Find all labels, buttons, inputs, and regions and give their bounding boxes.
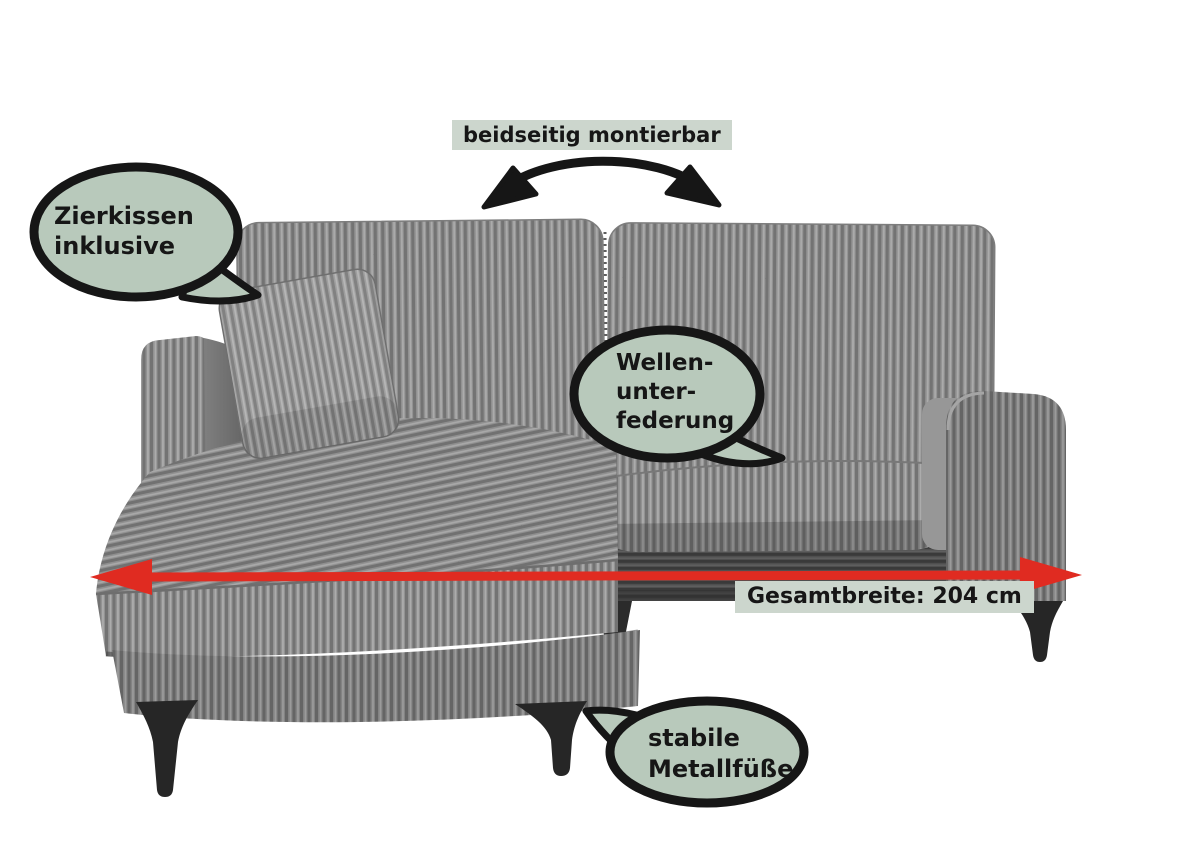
arrowhead-right [1020, 557, 1082, 593]
armrest-right [946, 390, 1066, 601]
feet-bubble-text: stabile Metallfüße [648, 724, 794, 784]
sofa [95, 218, 1066, 797]
metal-leg-front-right [515, 701, 587, 776]
pillow-bubble [29, 162, 262, 305]
metal-leg-front-left [136, 700, 198, 797]
mount-label: beidseitig montierbar [452, 120, 732, 151]
chaise-base [112, 630, 640, 723]
seat-cushion-right [601, 460, 946, 552]
arrowhead-left [90, 559, 152, 595]
pillow-bubble-text: Zierkissen inklusive [54, 202, 194, 260]
feet-bubble [582, 696, 809, 808]
decorative-pillow [218, 268, 400, 460]
suspension-bubble [569, 325, 786, 468]
armrest-highlight [946, 391, 985, 431]
chaise-seat-front [96, 560, 618, 657]
width-label: Gesamtbreite: 204 cm [735, 581, 1034, 613]
curved-double-arrow-icon [481, 156, 722, 210]
suspension-bubble-text: Wellen- unter- federung [616, 350, 735, 434]
metal-leg-right [1012, 601, 1063, 662]
width-measure-arrow [90, 557, 1082, 595]
chaise-seat-top [96, 418, 618, 594]
